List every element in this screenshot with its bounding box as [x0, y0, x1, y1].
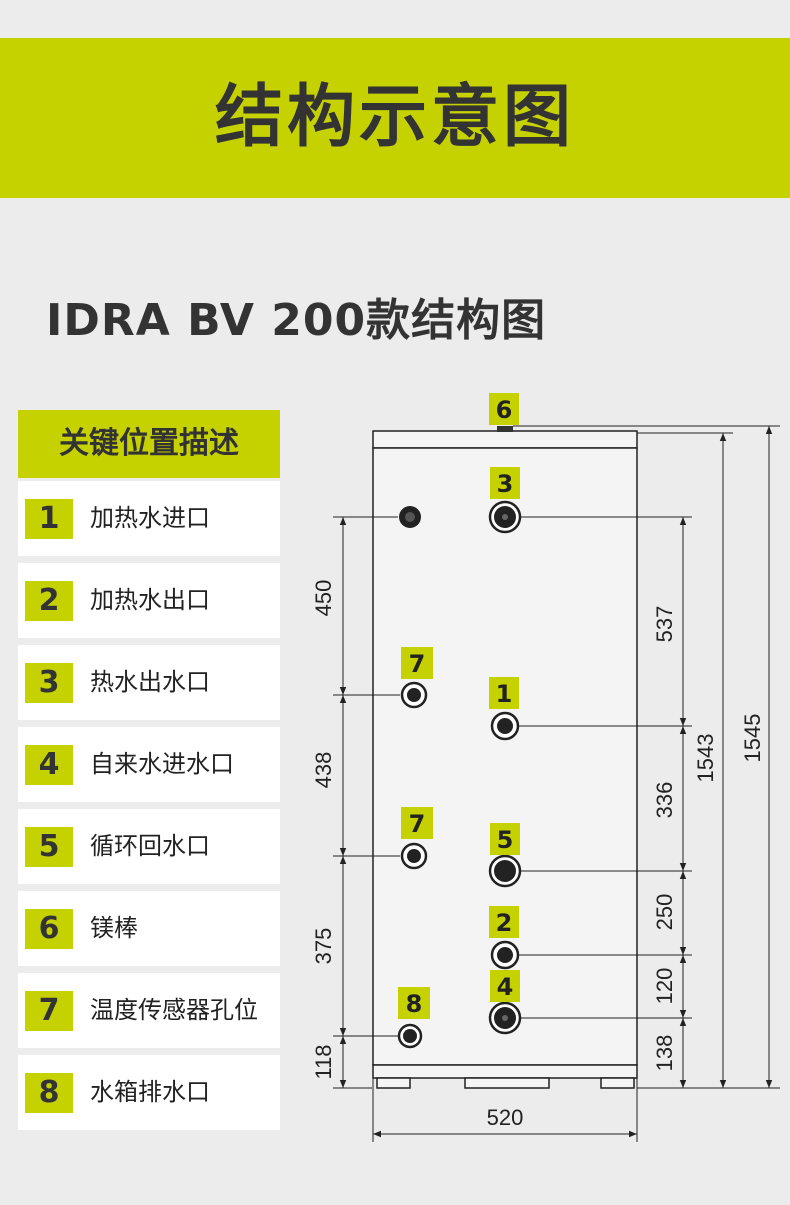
port-1-heating-inlet	[490, 711, 520, 741]
legend-item: 8 水箱排水口	[18, 1055, 280, 1130]
port-7-sensor-upper	[400, 681, 428, 709]
tag-7-upper: 7	[401, 647, 433, 679]
legend-item: 1 加热水进口	[18, 481, 280, 556]
port-4-cold-water-inlet	[488, 1001, 522, 1035]
page-title: 结构示意图	[214, 78, 575, 157]
legend-label: 热水出水口	[90, 668, 210, 696]
tag-2: 2	[489, 906, 519, 938]
right-dimension-lines	[679, 426, 773, 1088]
port-7-sensor-lower	[400, 842, 428, 870]
tag-6: 6	[489, 393, 519, 425]
tag-4: 4	[490, 970, 520, 1002]
right-extension-lines	[513, 425, 780, 1089]
diagram-subtitle: IDRA BV 200款结构图	[46, 295, 547, 346]
legend-number: 3	[25, 663, 73, 703]
legend-number: 7	[25, 991, 73, 1031]
dim-138: 138	[652, 1035, 677, 1072]
svg-text:6: 6	[496, 396, 513, 424]
legend-item: 6 镁棒	[18, 891, 280, 966]
legend-label: 加热水进口	[90, 504, 210, 532]
tag-7-lower: 7	[401, 807, 433, 839]
port-2-heating-outlet	[490, 940, 520, 970]
width-dimension	[372, 1078, 638, 1142]
svg-text:7: 7	[409, 650, 426, 678]
legend-number: 6	[25, 909, 73, 949]
svg-text:8: 8	[406, 990, 423, 1018]
legend-item: 2 加热水出口	[18, 563, 280, 638]
dim-118: 118	[311, 1044, 336, 1079]
legend-label: 镁棒	[90, 914, 138, 942]
legend-label: 循环回水口	[90, 832, 210, 860]
legend-item: 4 自来水进水口	[18, 727, 280, 802]
port-left-top	[399, 506, 421, 528]
dim-250: 250	[652, 894, 677, 931]
legend-number: 5	[25, 827, 73, 867]
port-5-circulation-return	[488, 854, 522, 888]
dim-1545: 1545	[740, 714, 765, 763]
port-8-drain	[397, 1023, 423, 1049]
title-banner	[0, 38, 790, 198]
legend-label: 温度传感器孔位	[90, 996, 258, 1024]
legend-header-label: 关键位置描述	[59, 426, 239, 461]
svg-text:2: 2	[496, 909, 513, 937]
svg-text:5: 5	[497, 826, 514, 854]
legend-label: 加热水出口	[90, 586, 210, 614]
legend-item: 5 循环回水口	[18, 809, 280, 884]
tag-5: 5	[490, 823, 520, 855]
tag-8: 8	[398, 987, 430, 1019]
tag-1: 1	[489, 677, 519, 709]
dim-520: 520	[487, 1105, 524, 1130]
dim-450: 450	[311, 580, 336, 617]
dim-537: 537	[652, 606, 677, 643]
legend-item: 7 温度传感器孔位	[18, 973, 280, 1048]
legend-header: 关键位置描述	[18, 410, 280, 478]
dim-120: 120	[652, 968, 677, 1005]
svg-text:4: 4	[497, 973, 514, 1001]
dim-438: 438	[311, 752, 336, 789]
legend-label: 自来水进水口	[90, 750, 234, 778]
dim-336: 336	[652, 782, 677, 819]
legend-number: 1	[25, 499, 73, 539]
svg-text:3: 3	[497, 470, 514, 498]
svg-text:1: 1	[496, 680, 513, 708]
legend-label: 水箱排水口	[90, 1078, 210, 1106]
legend-number: 2	[25, 581, 73, 621]
svg-text:7: 7	[409, 810, 426, 838]
legend-number: 4	[25, 745, 73, 785]
port-3-hot-water-outlet	[488, 500, 522, 534]
legend-number: 8	[25, 1073, 73, 1113]
dim-1543: 1543	[693, 734, 718, 783]
tag-3: 3	[490, 467, 520, 499]
dim-375: 375	[311, 928, 336, 965]
legend-item: 3 热水出水口	[18, 645, 280, 720]
